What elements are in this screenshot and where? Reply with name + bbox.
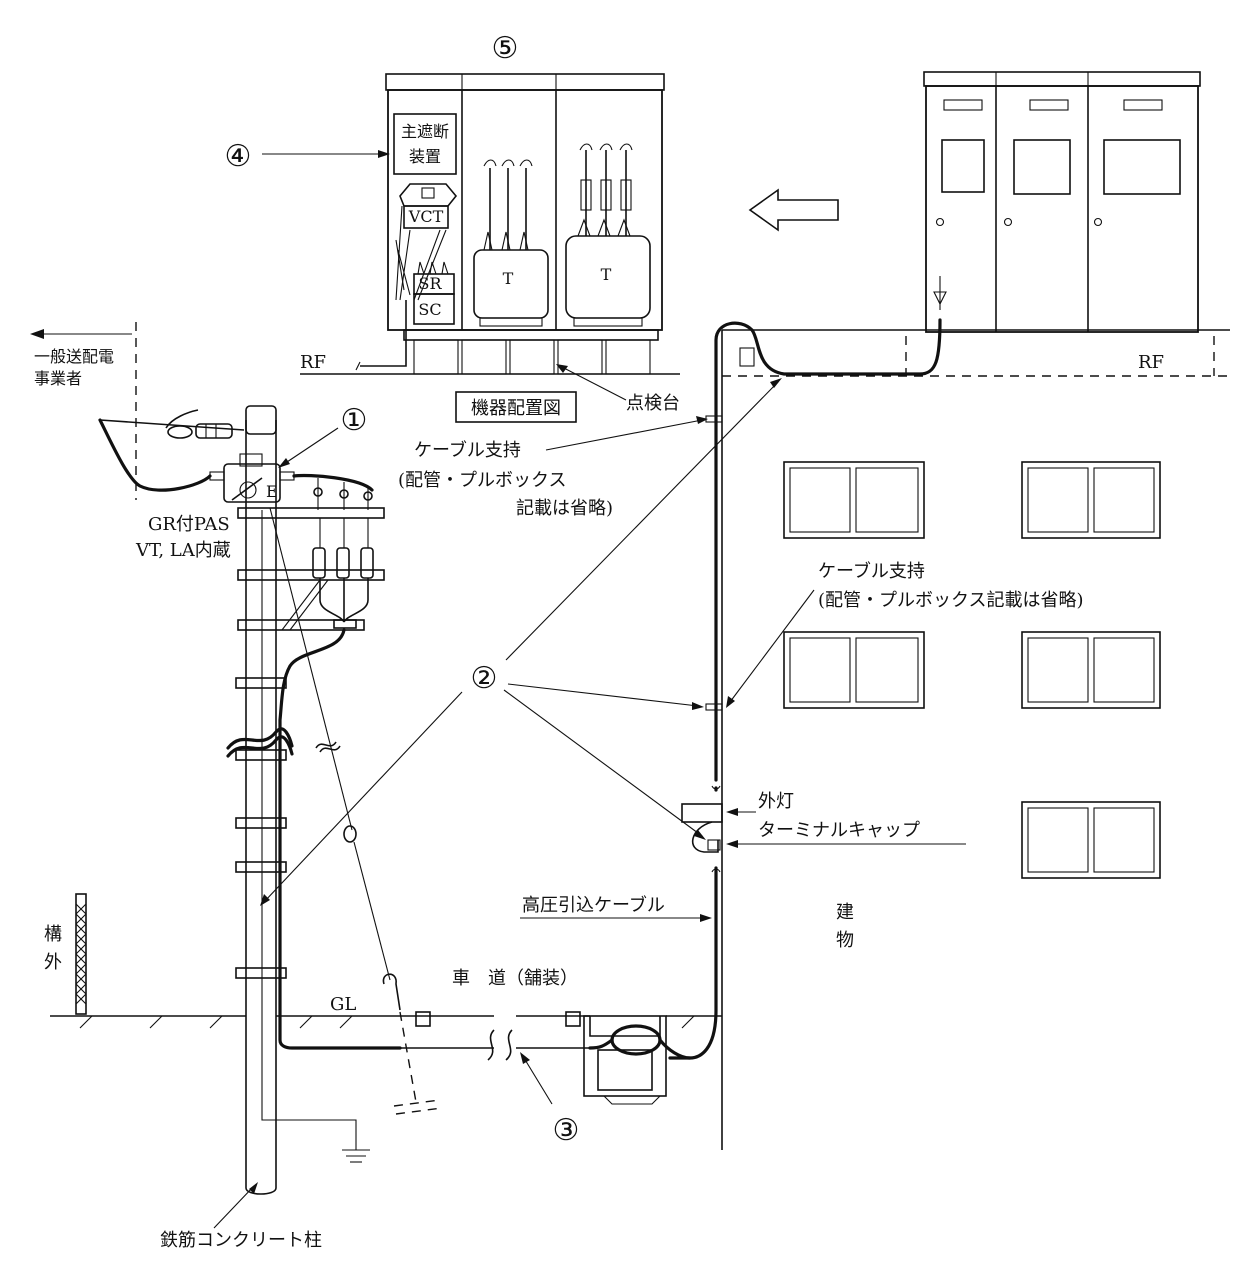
label-num2: ② [471,661,498,696]
label-num5: ⑤ [492,31,519,66]
terminal-cap-label: ターミナルキャップ [758,820,920,841]
equipment-layout-label: 機器配置図 [471,398,561,419]
label-num3: ③ [553,1113,580,1148]
building-label-2: 物 [836,930,854,951]
pas-label-2: VT, LA内蔵 [135,540,231,561]
building [681,329,1230,1150]
hv-service-cable-vertical [714,318,942,782]
outside-label-2: 外 [44,952,62,973]
transformer-1 [473,159,549,327]
guy-wire [269,507,443,1115]
main-breaker-box [393,113,457,175]
sc-box [413,293,455,325]
transformer-2 [565,143,651,327]
rf-left-label: RF [300,352,326,373]
transformer-2-label: T [601,265,612,284]
outdoor-light-label: 外灯 [758,791,794,812]
direction-arrow [748,188,839,232]
concrete-pole [226,405,385,1195]
cubicle-rooftop [923,71,1201,333]
main-breaker-label-1: 主遮断 [401,122,449,141]
cable-support-2-line2: (配管・プルボックス記載は省略) [818,590,1084,611]
pas-e-label: E [266,482,278,501]
cable-support-2-line1: ケーブル支持 [818,560,925,582]
incoming-service-line [98,409,245,492]
pas-switch [209,453,295,503]
rf-right-label: RF [1138,352,1164,373]
ground-and-road [50,1011,722,1105]
terminal-cap [692,821,719,853]
outdoor-light [681,803,723,823]
cable-support-1-line2: (配管・プルボックス [398,470,566,491]
outside-label-1: 構 [44,924,62,945]
cable-support-1-line1: ケーブル支持 [414,439,521,461]
cubicle-equipment-layout [300,73,680,375]
hv-cable-label: 高圧引込ケーブル [522,894,665,916]
vct-label: VCT [408,207,444,226]
label-num4: ④ [225,139,252,174]
label-num1: ① [341,403,368,438]
roadway-label: 車 道（舗装） [452,968,578,989]
inspection-stand-label: 点検台 [626,393,680,414]
cable-support-1-line3: 記載は省略) [516,498,613,519]
building-label-1: 建 [836,902,854,923]
main-breaker-label-2: 装置 [409,147,441,166]
utility-label-2: 事業者 [34,369,82,388]
equipment-layout-box [455,391,577,423]
utility-label-1: 一般送配電 [34,347,114,366]
sr-label: SR [418,274,442,293]
gl-label: GL [330,994,356,1015]
sc-label: SC [418,300,441,319]
pas-label-1: GR付PAS [148,514,230,535]
pole-wiring [278,473,402,1050]
windows [783,461,1161,879]
pole-label: 鉄筋コンクリート柱 [160,1230,322,1251]
inspection-stand [403,329,659,375]
transformer-1-label: T [503,269,514,288]
